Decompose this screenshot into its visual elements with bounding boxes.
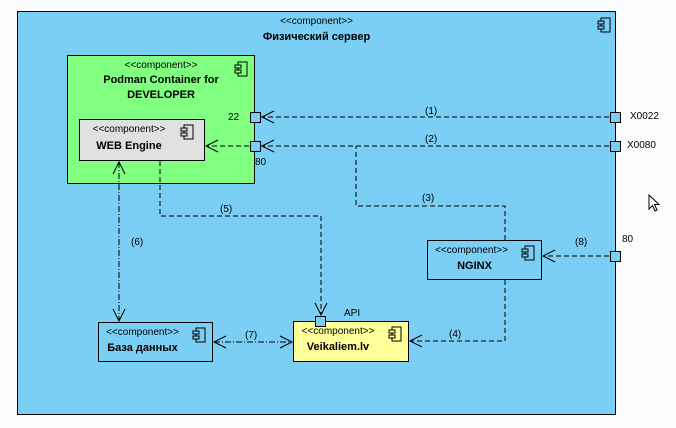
connector-8[interactable] [541,249,609,263]
component-icon [388,326,402,342]
database-stereotype: <<component>> [106,327,179,338]
database-component[interactable]: <<component>> База данных [98,322,213,362]
connector-label-7: (7) [245,330,258,341]
connector-label-6: (6) [131,237,144,248]
veikaliem-stereotype: <<component>> [301,326,375,337]
connector-label-8: (8) [575,237,588,248]
connector-3[interactable] [355,146,506,240]
container-name-line2: DEVELOPER [127,89,195,101]
web-engine-stereotype: <<component>> [92,124,166,135]
nginx-component[interactable]: <<component>> NGINX [427,240,542,280]
server-port-80[interactable] [610,251,621,262]
server-name: Физический сервер [262,31,371,43]
connector-5[interactable] [159,161,328,317]
api-port[interactable] [315,316,326,327]
component-icon [234,61,248,77]
connector-4[interactable] [408,280,506,348]
veikaliem-component[interactable]: <<component>> Veikaliem.lv [293,321,409,362]
port-label-x0022: X0022 [630,111,659,122]
container-stereotype: <<component>> [124,60,198,71]
nginx-stereotype: <<component>> [435,245,508,256]
component-icon [180,124,194,140]
container-port-22[interactable] [250,112,261,123]
port-label-22: 22 [228,112,240,123]
connector-label-3: (3) [422,193,435,204]
server-port-x0022[interactable] [610,112,621,123]
connector-label-1: (1) [425,106,438,117]
connector-port80-web-engine[interactable] [204,139,249,153]
component-icon [192,327,206,343]
component-icon [521,245,535,261]
nginx-name: NGINX [457,260,492,272]
connector-label-5: (5) [220,204,233,215]
port-label-server-80: 80 [622,234,634,245]
connector-label-4: (4) [449,329,462,340]
connector-6[interactable] [112,160,126,323]
server-stereotype: <<component>> [280,16,353,27]
connector-label-2: (2) [425,134,438,145]
web-engine-component[interactable]: <<component>> WEB Engine [79,119,205,161]
database-name: База данных [107,342,178,354]
server-port-x0080[interactable] [610,141,621,152]
veikaliem-name: Veikaliem.lv [306,341,370,353]
web-engine-name: WEB Engine [96,140,162,152]
container-port-80[interactable] [250,141,261,152]
connector-7[interactable] [212,335,294,349]
connector-1[interactable] [260,110,609,124]
connector-2[interactable] [260,139,609,153]
port-label-api: API [344,308,361,319]
port-label-80: 80 [255,157,267,168]
container-name-line1: Podman Container for [103,74,219,86]
mouse-cursor-icon [648,194,661,212]
port-label-x0080: X0080 [627,140,656,151]
component-icon [597,17,611,33]
